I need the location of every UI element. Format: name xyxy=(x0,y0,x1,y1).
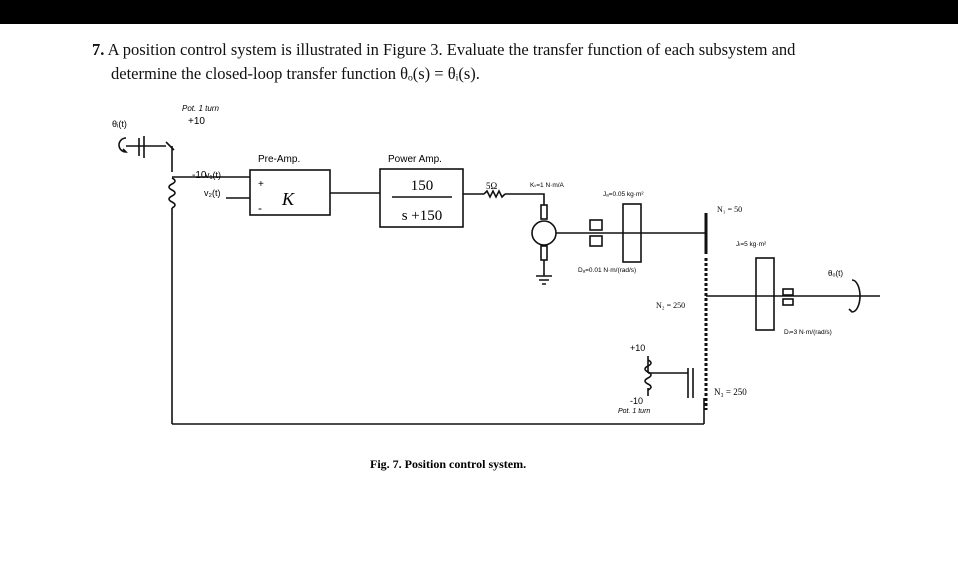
output-pot-resistor xyxy=(644,359,652,391)
preamp-title: Pre-Amp. xyxy=(258,154,300,165)
v1-label: v₁(t) xyxy=(205,170,221,180)
figure-caption: Fig. 7. Position control system. xyxy=(370,457,526,471)
poweramp-denominator: s +150 xyxy=(402,208,443,224)
question-line-2: determine the closed-loop transfer funct… xyxy=(111,64,480,83)
dl-label: Dₗ=3 N·m/(rad/s) xyxy=(784,329,832,336)
da-label: Dₐ=0.01 N·m/(rad/s) xyxy=(578,267,636,274)
output-pot-top: +10 xyxy=(630,343,645,353)
question-line-1: A position control system is illustrated… xyxy=(107,40,796,59)
question-number: 7. xyxy=(92,40,105,59)
resistance-label: 5Ω xyxy=(486,181,498,191)
input-pot-resistor xyxy=(168,177,176,209)
ground-symbol xyxy=(536,275,552,285)
jl-label: Jₗ=5 kg·m² xyxy=(736,241,767,248)
output-angle-label: θₒ(t) xyxy=(828,269,843,278)
kt-label: Kₜ=1 N·m/A xyxy=(530,182,565,189)
output-pot-bottom: -10 xyxy=(630,396,643,406)
input-angle-label: θᵢ(t) xyxy=(112,119,127,129)
ja-label: Jₐ=0.05 kg·m² xyxy=(603,191,644,198)
input-wiper xyxy=(165,141,175,151)
top-black-bar xyxy=(0,0,958,24)
motor-armature xyxy=(531,220,557,246)
v2-label: v₂(t) xyxy=(204,188,221,198)
n1-label: N₁ = 50 xyxy=(717,205,742,214)
poweramp-block xyxy=(379,168,464,228)
poweramp-numerator: 150 xyxy=(411,178,434,194)
question-text: 7. A position control system is illustra… xyxy=(92,38,892,86)
armature-resistor xyxy=(483,189,506,199)
motor-inertia xyxy=(622,203,642,263)
poweramp-title: Power Amp. xyxy=(388,154,442,165)
output-rotation-arrow xyxy=(848,279,861,313)
preamp-gain: K xyxy=(281,189,295,209)
output-pot-label: Pot. 1 turn xyxy=(618,408,650,415)
input-pot-label: Pot. 1 turn xyxy=(182,104,219,113)
n2-label: N₂ = 250 xyxy=(656,301,685,310)
n3-label: N₃ = 250 xyxy=(714,387,747,397)
minus-sign: - xyxy=(258,201,262,215)
gear-n3 xyxy=(687,368,694,398)
input-pot-top: +10 xyxy=(188,116,205,127)
load-inertia xyxy=(755,257,775,331)
input-rotation-arrow xyxy=(118,137,128,153)
input-pot-bottom: -10 xyxy=(192,170,207,181)
wire-to-motor xyxy=(505,193,545,205)
plus-sign: + xyxy=(258,179,264,190)
